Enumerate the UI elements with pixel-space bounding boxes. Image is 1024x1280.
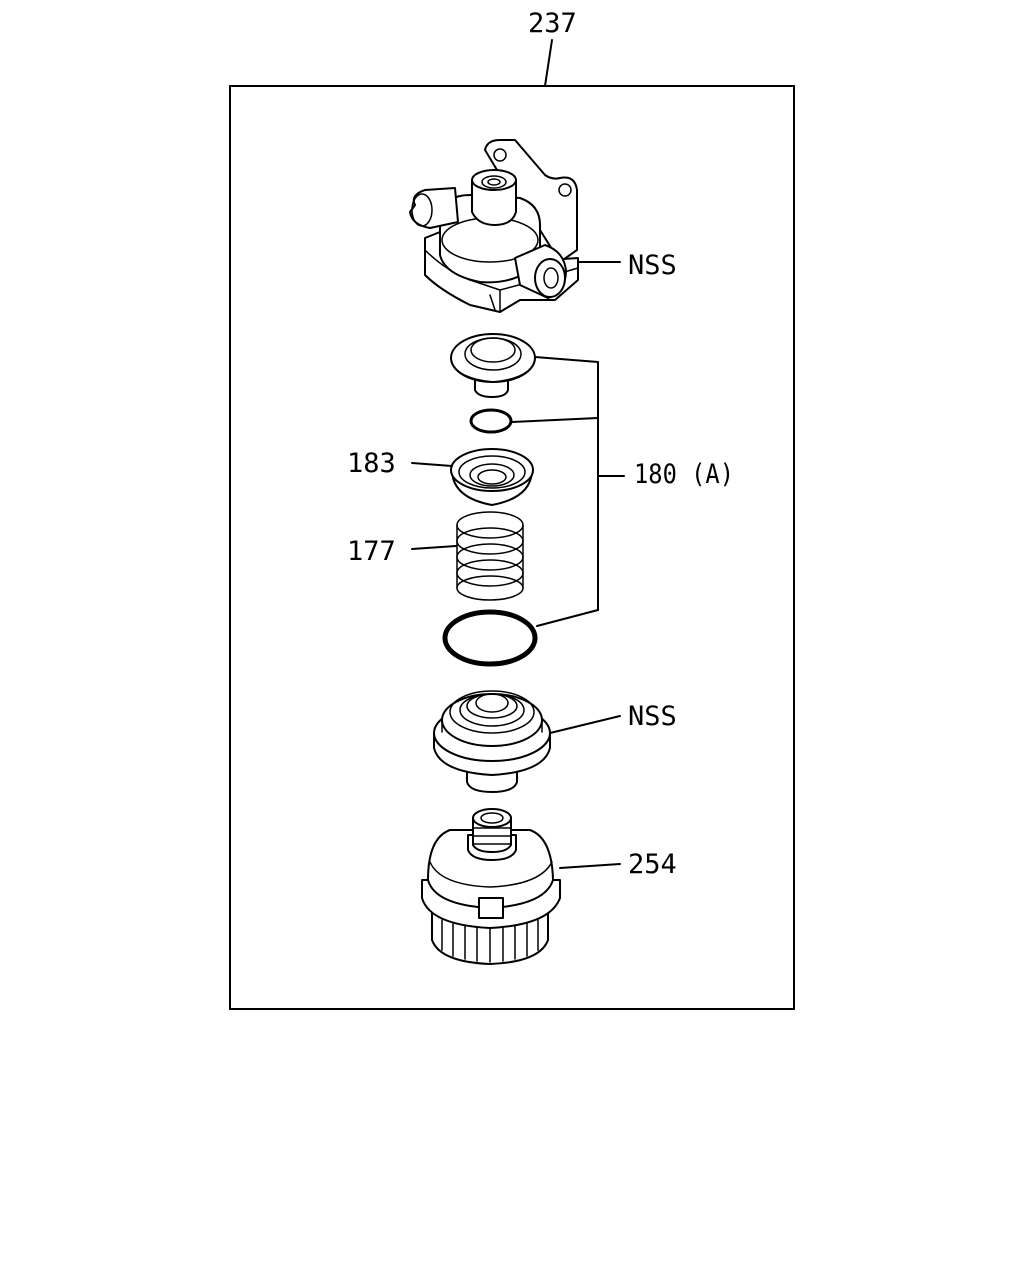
valve-body-leader bbox=[549, 715, 621, 734]
assembly-frame bbox=[229, 85, 795, 1010]
small-o-ring bbox=[469, 408, 513, 434]
large-o-ring bbox=[442, 609, 538, 667]
spring-callout: 177 bbox=[347, 536, 396, 567]
kit-bracket bbox=[511, 356, 625, 627]
valve-body-callout: NSS bbox=[628, 701, 677, 732]
kit-callout: 180 (A) bbox=[634, 459, 734, 490]
seat-leader bbox=[411, 462, 453, 467]
cap-leader bbox=[559, 863, 621, 869]
spring-part bbox=[456, 511, 524, 601]
housing-part bbox=[409, 139, 579, 313]
seat-part bbox=[450, 448, 534, 506]
housing-callout: NSS bbox=[628, 250, 677, 281]
spring-leader bbox=[411, 545, 457, 550]
cap-callout: 254 bbox=[628, 849, 677, 880]
seat-callout: 183 bbox=[347, 448, 396, 479]
piston-part bbox=[450, 333, 536, 398]
valve-body-part bbox=[433, 690, 551, 793]
assembly-label: 237 bbox=[528, 8, 577, 39]
cap-part bbox=[421, 808, 561, 965]
assembly-leader bbox=[544, 39, 553, 87]
